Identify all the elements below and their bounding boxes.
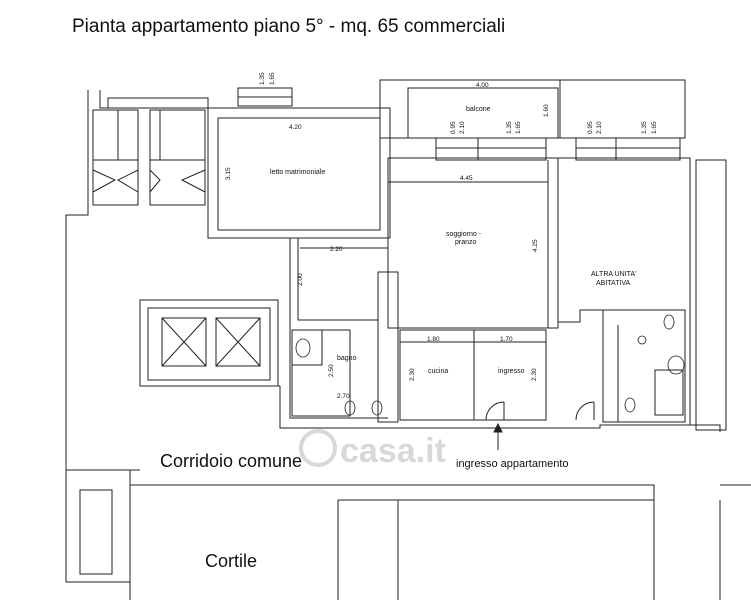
dim-0-95-b: 0.95 <box>587 121 594 134</box>
dim-1-65-top: 1.65 <box>269 72 276 85</box>
room-letto: letto matrimoniale <box>270 169 325 176</box>
room-balcone: balcone <box>466 106 491 113</box>
dim-1-80: 1.80 <box>427 336 440 343</box>
room-altra-line1: ALTRA UNITA' <box>591 271 636 278</box>
drain-icon <box>637 335 647 345</box>
area-cortile: Cortile <box>205 551 257 571</box>
room-ingresso: ingresso <box>498 368 525 375</box>
area-labels: Corridoio comune Cortile ingresso appart… <box>160 451 569 571</box>
area-corridoio: Corridoio comune <box>160 451 302 471</box>
dim-1-70: 1.70 <box>500 336 513 343</box>
dim-2-00: 2.00 <box>297 273 304 286</box>
dim-1-65-b: 1.65 <box>651 121 658 134</box>
dim-2-30-b: 2.30 <box>531 368 538 381</box>
walls <box>65 79 751 600</box>
room-altra-line2: ABITATIVA <box>596 280 631 287</box>
room-soggiorno-line2: pranzo <box>455 239 477 246</box>
dim-3-15: 3.15 <box>225 167 232 180</box>
entrance-arrow-icon <box>493 422 503 450</box>
dim-4-25: 4.25 <box>532 239 539 252</box>
dim-1-35-a: 1.35 <box>506 121 513 134</box>
dim-2-10-b: 2.10 <box>596 121 603 134</box>
dim-1-35-b: 1.35 <box>641 121 648 134</box>
dim-1-35-top: 1.35 <box>259 72 266 85</box>
dim-4-45: 4.45 <box>460 175 473 182</box>
washbasin-icon-other <box>667 355 685 375</box>
toilet-icon-other <box>663 314 675 330</box>
dim-1-65-a: 1.65 <box>515 121 522 134</box>
dim-1-60: 1.60 <box>543 104 550 117</box>
room-cucina: cucina <box>428 368 448 375</box>
dim-4-00: 4.00 <box>476 82 489 89</box>
bidet-icon <box>371 400 383 416</box>
watermark-text: casa.it <box>340 432 446 470</box>
dim-0-95-a: 0.95 <box>450 121 457 134</box>
toilet-icon <box>344 400 356 416</box>
dim-2-30-a: 2.30 <box>409 368 416 381</box>
dim-2-50: 2.50 <box>328 364 335 377</box>
bidet-icon-other <box>624 397 636 413</box>
washbasin-icon <box>295 338 311 358</box>
dim-4-20: 4.20 <box>289 124 302 131</box>
bathroom-fixtures <box>295 314 685 416</box>
dim-2-10-a: 2.10 <box>459 121 466 134</box>
dim-2-20: 2.20 <box>330 246 343 253</box>
room-soggiorno-line1: soggiorno - <box>446 231 482 238</box>
area-ingresso-appartamento: ingresso appartamento <box>456 458 569 470</box>
watermark: casa.it <box>299 429 446 470</box>
dimension-labels: 1.35 1.65 4.00 1.60 4.20 3.15 0.95 2.10 … <box>225 72 658 400</box>
dim-2-70: 2.70 <box>337 393 350 400</box>
room-bagno: bagno <box>337 355 357 362</box>
plan-title: Pianta appartamento piano 5° - mq. 65 co… <box>72 16 505 37</box>
room-labels: balcone letto matrimoniale soggiorno - p… <box>270 106 636 375</box>
